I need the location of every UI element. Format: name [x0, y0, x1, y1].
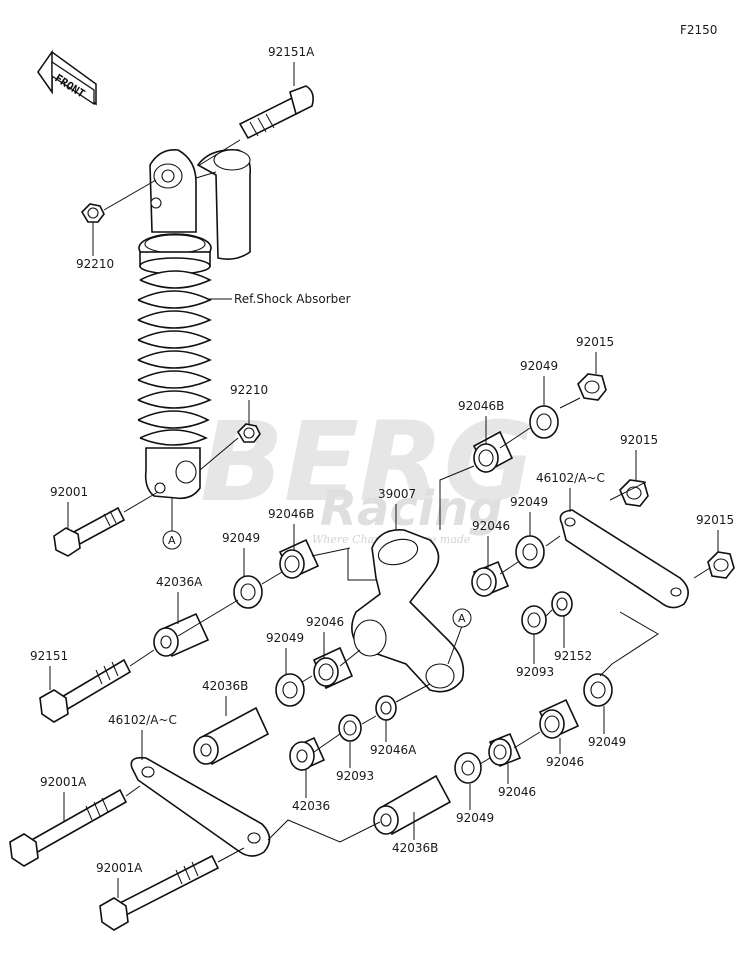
part-label: 92046B — [268, 507, 314, 521]
sleeve-42036b-upper — [193, 706, 270, 766]
part-label: 92049 — [222, 531, 260, 545]
seal-92093-center — [338, 714, 362, 742]
part-label: 46102/A~C — [536, 471, 605, 485]
part-label: 39007 — [378, 487, 416, 501]
part-label: 92210 — [230, 383, 268, 397]
collar-92152 — [551, 591, 573, 617]
part-label: 92049 — [520, 359, 558, 373]
part-labels: 92151A 92210 92210 92001 92046B 92049 92… — [30, 45, 734, 898]
part-label: 92046 — [306, 615, 344, 629]
rocker-arm-39007 — [351, 529, 465, 693]
part-label: 92049 — [266, 631, 304, 645]
part-label: 92046A — [370, 743, 417, 757]
shock-ref-label: Ref.Shock Absorber — [234, 292, 351, 306]
part-label: 92046 — [472, 519, 510, 533]
bearing-92046b-left — [278, 538, 320, 580]
bolt-92151a — [197, 85, 314, 167]
collar-42036 — [289, 736, 326, 772]
part-label: 92151 — [30, 649, 68, 663]
nut-92210-lower — [199, 423, 261, 471]
bearing-92046-lr — [538, 698, 580, 740]
seal-92093-right — [521, 605, 547, 635]
part-label: 92152 — [554, 649, 592, 663]
part-label: 42036B — [202, 679, 248, 693]
shock-absorber — [137, 148, 252, 500]
part-label: 92015 — [620, 433, 658, 447]
watermark-sub: Racing — [320, 481, 503, 537]
part-label: 92151A — [268, 45, 315, 59]
assembly-leaders — [125, 397, 711, 863]
svg-text:A: A — [458, 612, 466, 625]
part-label: 46102/A~C — [108, 713, 177, 727]
part-label: 42036A — [156, 575, 203, 589]
part-label: 92046B — [458, 399, 504, 413]
nut-92015-mid — [619, 479, 649, 507]
part-label: 92046 — [498, 785, 536, 799]
part-label: 92093 — [516, 665, 554, 679]
part-label: 42036 — [292, 799, 330, 813]
part-label: 92001A — [40, 775, 87, 789]
part-label: 92046 — [546, 755, 584, 769]
bearing-92046-center — [312, 646, 354, 690]
part-label: 92001 — [50, 485, 88, 499]
part-label: 92015 — [696, 513, 734, 527]
nut-92015-top — [577, 373, 607, 401]
part-label: 92001A — [96, 861, 143, 875]
part-label: 42036B — [392, 841, 438, 855]
svg-text:A: A — [168, 534, 176, 547]
part-label: 92093 — [336, 769, 374, 783]
bearing-92046-rmid — [471, 560, 510, 598]
bearing-92046-lm — [488, 732, 522, 768]
part-label: 92015 — [576, 335, 614, 349]
bolt-92001 — [53, 491, 159, 557]
part-label: 92210 — [76, 257, 114, 271]
nut-92210-top — [80, 179, 157, 223]
reference-mark-a-right: A — [447, 608, 472, 665]
collar-92049-lr — [583, 673, 613, 707]
collar-92049-left — [233, 575, 263, 609]
part-label: 92049 — [588, 735, 626, 749]
collar-92049-rmid — [515, 535, 545, 569]
link-46102-left — [130, 756, 271, 857]
collar-92049-cl — [275, 673, 305, 707]
sleeve-42036a — [153, 612, 210, 658]
bolt-92151 — [39, 658, 132, 723]
bolt-92001a-lower — [99, 854, 220, 931]
front-arrow-icon: FRONT — [37, 49, 97, 106]
link-46102-right — [559, 509, 689, 609]
bearing-92046a — [375, 695, 397, 721]
collar-92049-lm — [454, 752, 482, 784]
figure-code: F2150 — [680, 23, 717, 37]
shock-ref: Ref.Shock Absorber — [208, 292, 351, 306]
part-label: 92049 — [456, 811, 494, 825]
sleeve-42036b-lower — [373, 774, 452, 836]
bolt-92001a-upper — [9, 788, 128, 867]
nut-92015-right — [707, 551, 735, 579]
reference-mark-a-left: A — [162, 498, 182, 550]
part-label: 92049 — [510, 495, 548, 509]
collar-92049-top — [529, 405, 559, 439]
spring — [137, 270, 212, 446]
